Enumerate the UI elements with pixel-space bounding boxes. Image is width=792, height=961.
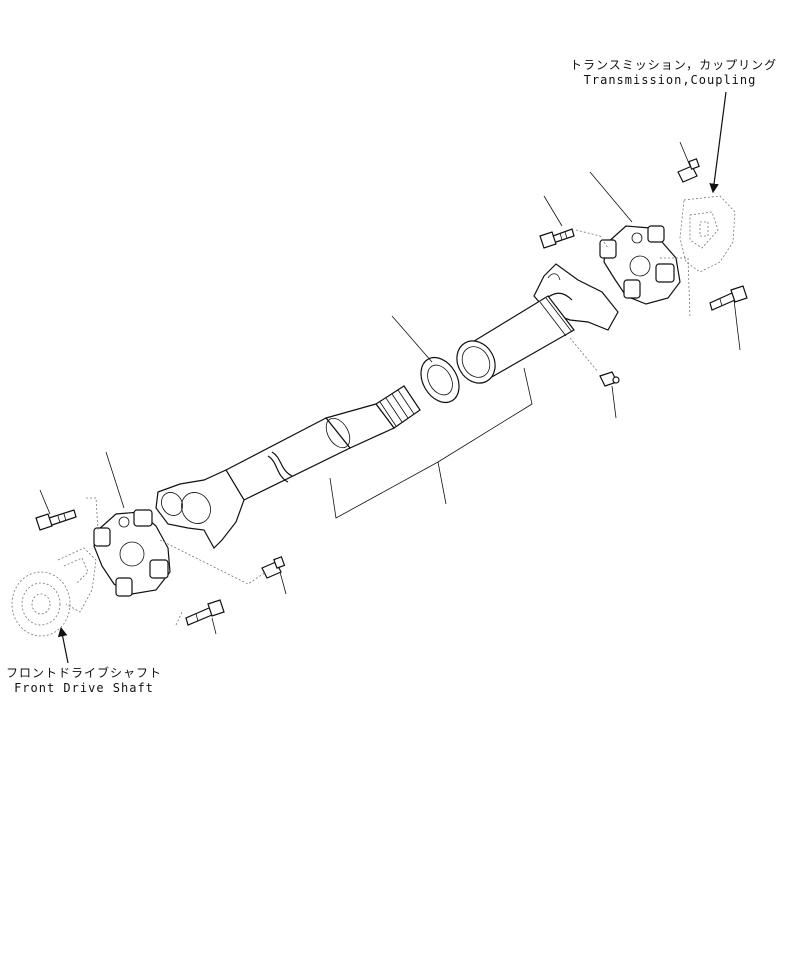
front-drive-shaft-label-jp: フロントドライブシャフト [5,666,162,680]
grease-fitting-mid [599,371,620,387]
seal-ring [420,356,460,404]
spider-lower [93,509,171,597]
transmission-coupling-phantom [679,195,736,273]
grease-fitting-top [677,158,700,183]
transmission-coupling-label: トランスミッション，カップリング Transmission,Coupling [570,58,778,88]
upper-tube [456,295,575,384]
slip-yoke-lower [155,469,245,549]
bolt-upper-right [709,285,748,311]
main-shaft [225,385,421,501]
callout-lines [39,141,741,635]
transmission-coupling-label-jp: トランスミッション，カップリング [570,58,778,72]
transmission-arrow [709,91,727,194]
bolt-lower-right [185,599,225,626]
spider-upper [599,225,681,305]
front-drive-shaft-label-en: Front Drive Shaft [14,681,154,695]
transmission-coupling-label-en: Transmission,Coupling [583,73,757,87]
bolt-upper-left [539,228,575,249]
front-drive-shaft-label: フロントドライブシャフト Front Drive Shaft [4,666,164,696]
bolt-lower-left [35,509,77,531]
front-drive-shaft-phantom [11,547,97,637]
front-drive-arrow [57,626,69,664]
grease-fitting-low [261,556,286,579]
